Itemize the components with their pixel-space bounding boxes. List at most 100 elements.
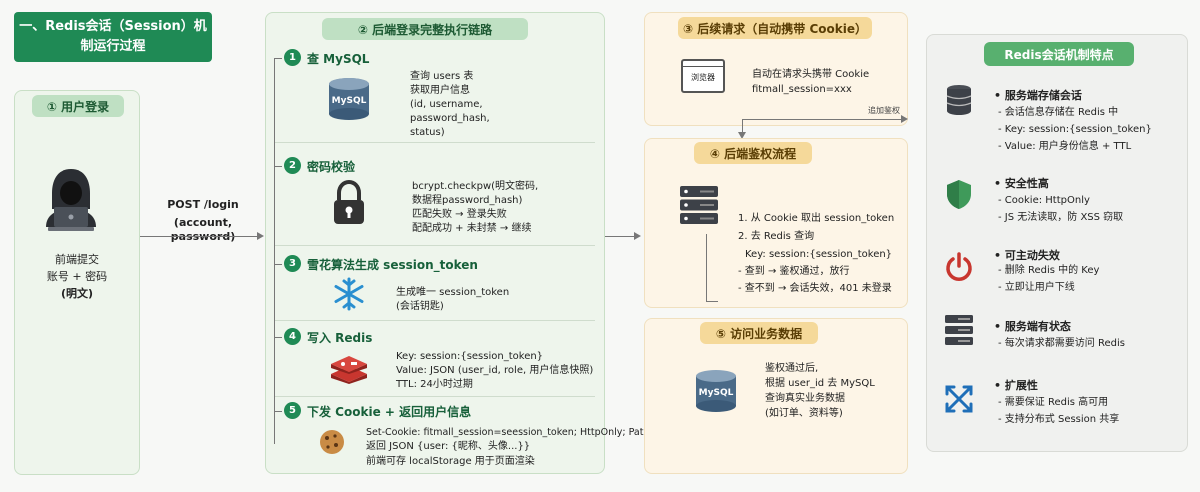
power-icon bbox=[946, 252, 972, 281]
step-connector bbox=[274, 337, 282, 338]
feature-3-line-1: - 删除 Redis 中的 Key bbox=[998, 265, 1100, 276]
step-4-line-2: Value: JSON (user_id, role, 用户信息快照) bbox=[396, 365, 594, 376]
feature-1-line-3: - Value: 用户身份信息 + TTL bbox=[998, 141, 1132, 152]
step-2-line-4: 配配成功 + 未封禁 → 继续 bbox=[412, 223, 532, 234]
login-caption-2: 账号 + 密码 bbox=[46, 270, 108, 283]
step-divider bbox=[275, 320, 595, 321]
request-arrow-head bbox=[257, 232, 264, 240]
main-title: 一、Redis会话（Session）机制运行过程 bbox=[14, 12, 212, 62]
auth-line-4: - 查到 → 鉴权通过，放行 bbox=[738, 266, 850, 277]
step-4-number: 4 bbox=[284, 328, 301, 345]
step-connector bbox=[274, 166, 282, 167]
feature-5-line-1: - 需要保证 Redis 高可用 bbox=[998, 397, 1109, 408]
feature-5-line-2: - 支持分布式 Session 共享 bbox=[998, 414, 1120, 425]
step-3-line-1: 生成唯一 session_token bbox=[396, 287, 510, 298]
feature-4-line-1: - 每次请求都需要访问 Redis bbox=[998, 338, 1125, 349]
feature-1-line-1: - 会话信息存储在 Redis 中 bbox=[998, 107, 1119, 118]
step-connector bbox=[274, 58, 282, 59]
step-4-title: 写入 Redis bbox=[307, 331, 373, 345]
step-4-line-3: TTL: 24小时过期 bbox=[396, 379, 473, 390]
backend-out-arrow-head bbox=[634, 232, 641, 240]
mysql-icon-label: MySQL bbox=[332, 96, 367, 106]
feature-1-title: • 服务端存储会话 bbox=[994, 89, 1082, 102]
login-caption-3: (明文) bbox=[60, 287, 94, 300]
followup-line-2: fitmall_session=xxx bbox=[752, 84, 852, 95]
feature-3-line-2: - 立即让用户下线 bbox=[998, 282, 1075, 293]
step-divider bbox=[275, 142, 595, 143]
followup-line-1: 自动在请求头携带 Cookie bbox=[752, 69, 870, 80]
step-2-title: 密码校验 bbox=[307, 160, 356, 174]
followup-arrow-label: 追加鉴权 bbox=[868, 106, 900, 115]
expand-arrows-icon bbox=[945, 385, 973, 413]
business-line-1: 鉴权通过后, bbox=[765, 363, 819, 374]
auth-down-line bbox=[706, 234, 707, 302]
snowflake-icon bbox=[334, 277, 364, 311]
hacker-laptop-icon bbox=[46, 169, 96, 231]
browser-window-icon: 浏览器 bbox=[681, 59, 725, 93]
step-1-line-5: status) bbox=[410, 127, 445, 138]
step-1-line-4: password_hash, bbox=[410, 113, 490, 124]
business-header: ⑤ 访问业务数据 bbox=[700, 322, 818, 344]
step-3-number: 3 bbox=[284, 255, 301, 272]
step-1-line-3: (id, username, bbox=[410, 99, 483, 110]
business-line-4: (如订单、资料等) bbox=[765, 408, 843, 419]
browser-label: 浏览器 bbox=[691, 73, 715, 82]
step-5-title: 下发 Cookie + 返回用户信息 bbox=[307, 405, 472, 419]
server-stack-icon bbox=[945, 315, 973, 345]
auth-line-3: Key: session:{session_token} bbox=[745, 249, 893, 260]
step-2-line-3: 匹配失败 → 登录失败 bbox=[412, 209, 507, 220]
step-5-line-3: 前端可存 localStorage 用于页面渲染 bbox=[366, 456, 535, 467]
login-header: ① 用户登录 bbox=[32, 95, 124, 117]
cookie-icon bbox=[320, 430, 344, 454]
feature-3-title: • 可主动失效 bbox=[994, 249, 1060, 262]
step-3-line-2: (会话钥匙) bbox=[396, 301, 444, 312]
step-5-line-1: Set-Cookie: fitmall_session=seession_tok… bbox=[366, 427, 664, 438]
step-connector bbox=[274, 264, 282, 265]
request-arrow-line bbox=[140, 236, 258, 237]
auth-header: ④ 后端鉴权流程 bbox=[694, 142, 812, 164]
step-divider bbox=[275, 245, 595, 246]
feature-2-title: • 安全性高 bbox=[994, 177, 1049, 190]
redis-icon bbox=[331, 356, 367, 384]
business-mysql-label: MySQL bbox=[699, 388, 734, 398]
auth-line-2: 2. 去 Redis 查询 bbox=[738, 231, 815, 242]
backend-header: ② 后端登录完整执行链路 bbox=[322, 18, 528, 40]
followup-down-line bbox=[742, 119, 743, 133]
server-stack-icon bbox=[680, 186, 718, 224]
step-4-line-1: Key: session:{session_token} bbox=[396, 351, 544, 362]
step-divider bbox=[275, 396, 595, 397]
mysql-database-icon: MySQL bbox=[329, 78, 369, 120]
step-5-line-2: 返回 JSON {user: {昵称、头像...}} bbox=[366, 441, 531, 452]
step-3-title: 雪花算法生成 session_token bbox=[307, 258, 478, 272]
backend-out-arrow-line bbox=[605, 236, 635, 237]
mysql-database-icon: MySQL bbox=[696, 370, 736, 412]
step-connector bbox=[274, 411, 282, 412]
login-caption-1: 前端提交 bbox=[55, 253, 99, 266]
steps-spine bbox=[274, 58, 275, 444]
features-header: Redis会话机制特点 bbox=[984, 42, 1134, 66]
database-icon bbox=[946, 85, 972, 115]
followup-out-arrow-line bbox=[742, 119, 902, 120]
feature-1-line-2: - Key: session:{session_token} bbox=[998, 124, 1152, 135]
step-5-number: 5 bbox=[284, 402, 301, 419]
followup-out-arrow-head bbox=[901, 115, 908, 123]
shield-icon bbox=[947, 180, 971, 209]
business-panel bbox=[644, 318, 908, 474]
followup-header: ③ 后续请求（自动携带 Cookie） bbox=[678, 17, 872, 39]
step-1-line-2: 获取用户信息 bbox=[410, 85, 470, 96]
step-2-number: 2 bbox=[284, 157, 301, 174]
step-1-line-1: 查询 users 表 bbox=[410, 71, 474, 82]
followup-down-head bbox=[738, 132, 746, 139]
auth-branch-line bbox=[706, 301, 718, 302]
step-2-line-1: bcrypt.checkpw(明文密码, bbox=[412, 181, 539, 192]
feature-5-title: • 扩展性 bbox=[994, 379, 1038, 392]
business-line-2: 根据 user_id 去 MySQL bbox=[765, 378, 875, 389]
feature-2-line-2: - JS 无法读取，防 XSS 窃取 bbox=[998, 212, 1124, 223]
business-line-3: 查询真实业务数据 bbox=[765, 393, 845, 404]
auth-line-5: - 查不到 → 会话失效，401 未登录 bbox=[738, 283, 892, 294]
request-label-1: POST /login bbox=[167, 198, 239, 211]
auth-line-1: 1. 从 Cookie 取出 session_token bbox=[738, 213, 895, 224]
backend-panel bbox=[265, 12, 605, 474]
step-2-line-2: 数据程password_hash) bbox=[412, 195, 523, 206]
login-panel bbox=[14, 90, 140, 475]
